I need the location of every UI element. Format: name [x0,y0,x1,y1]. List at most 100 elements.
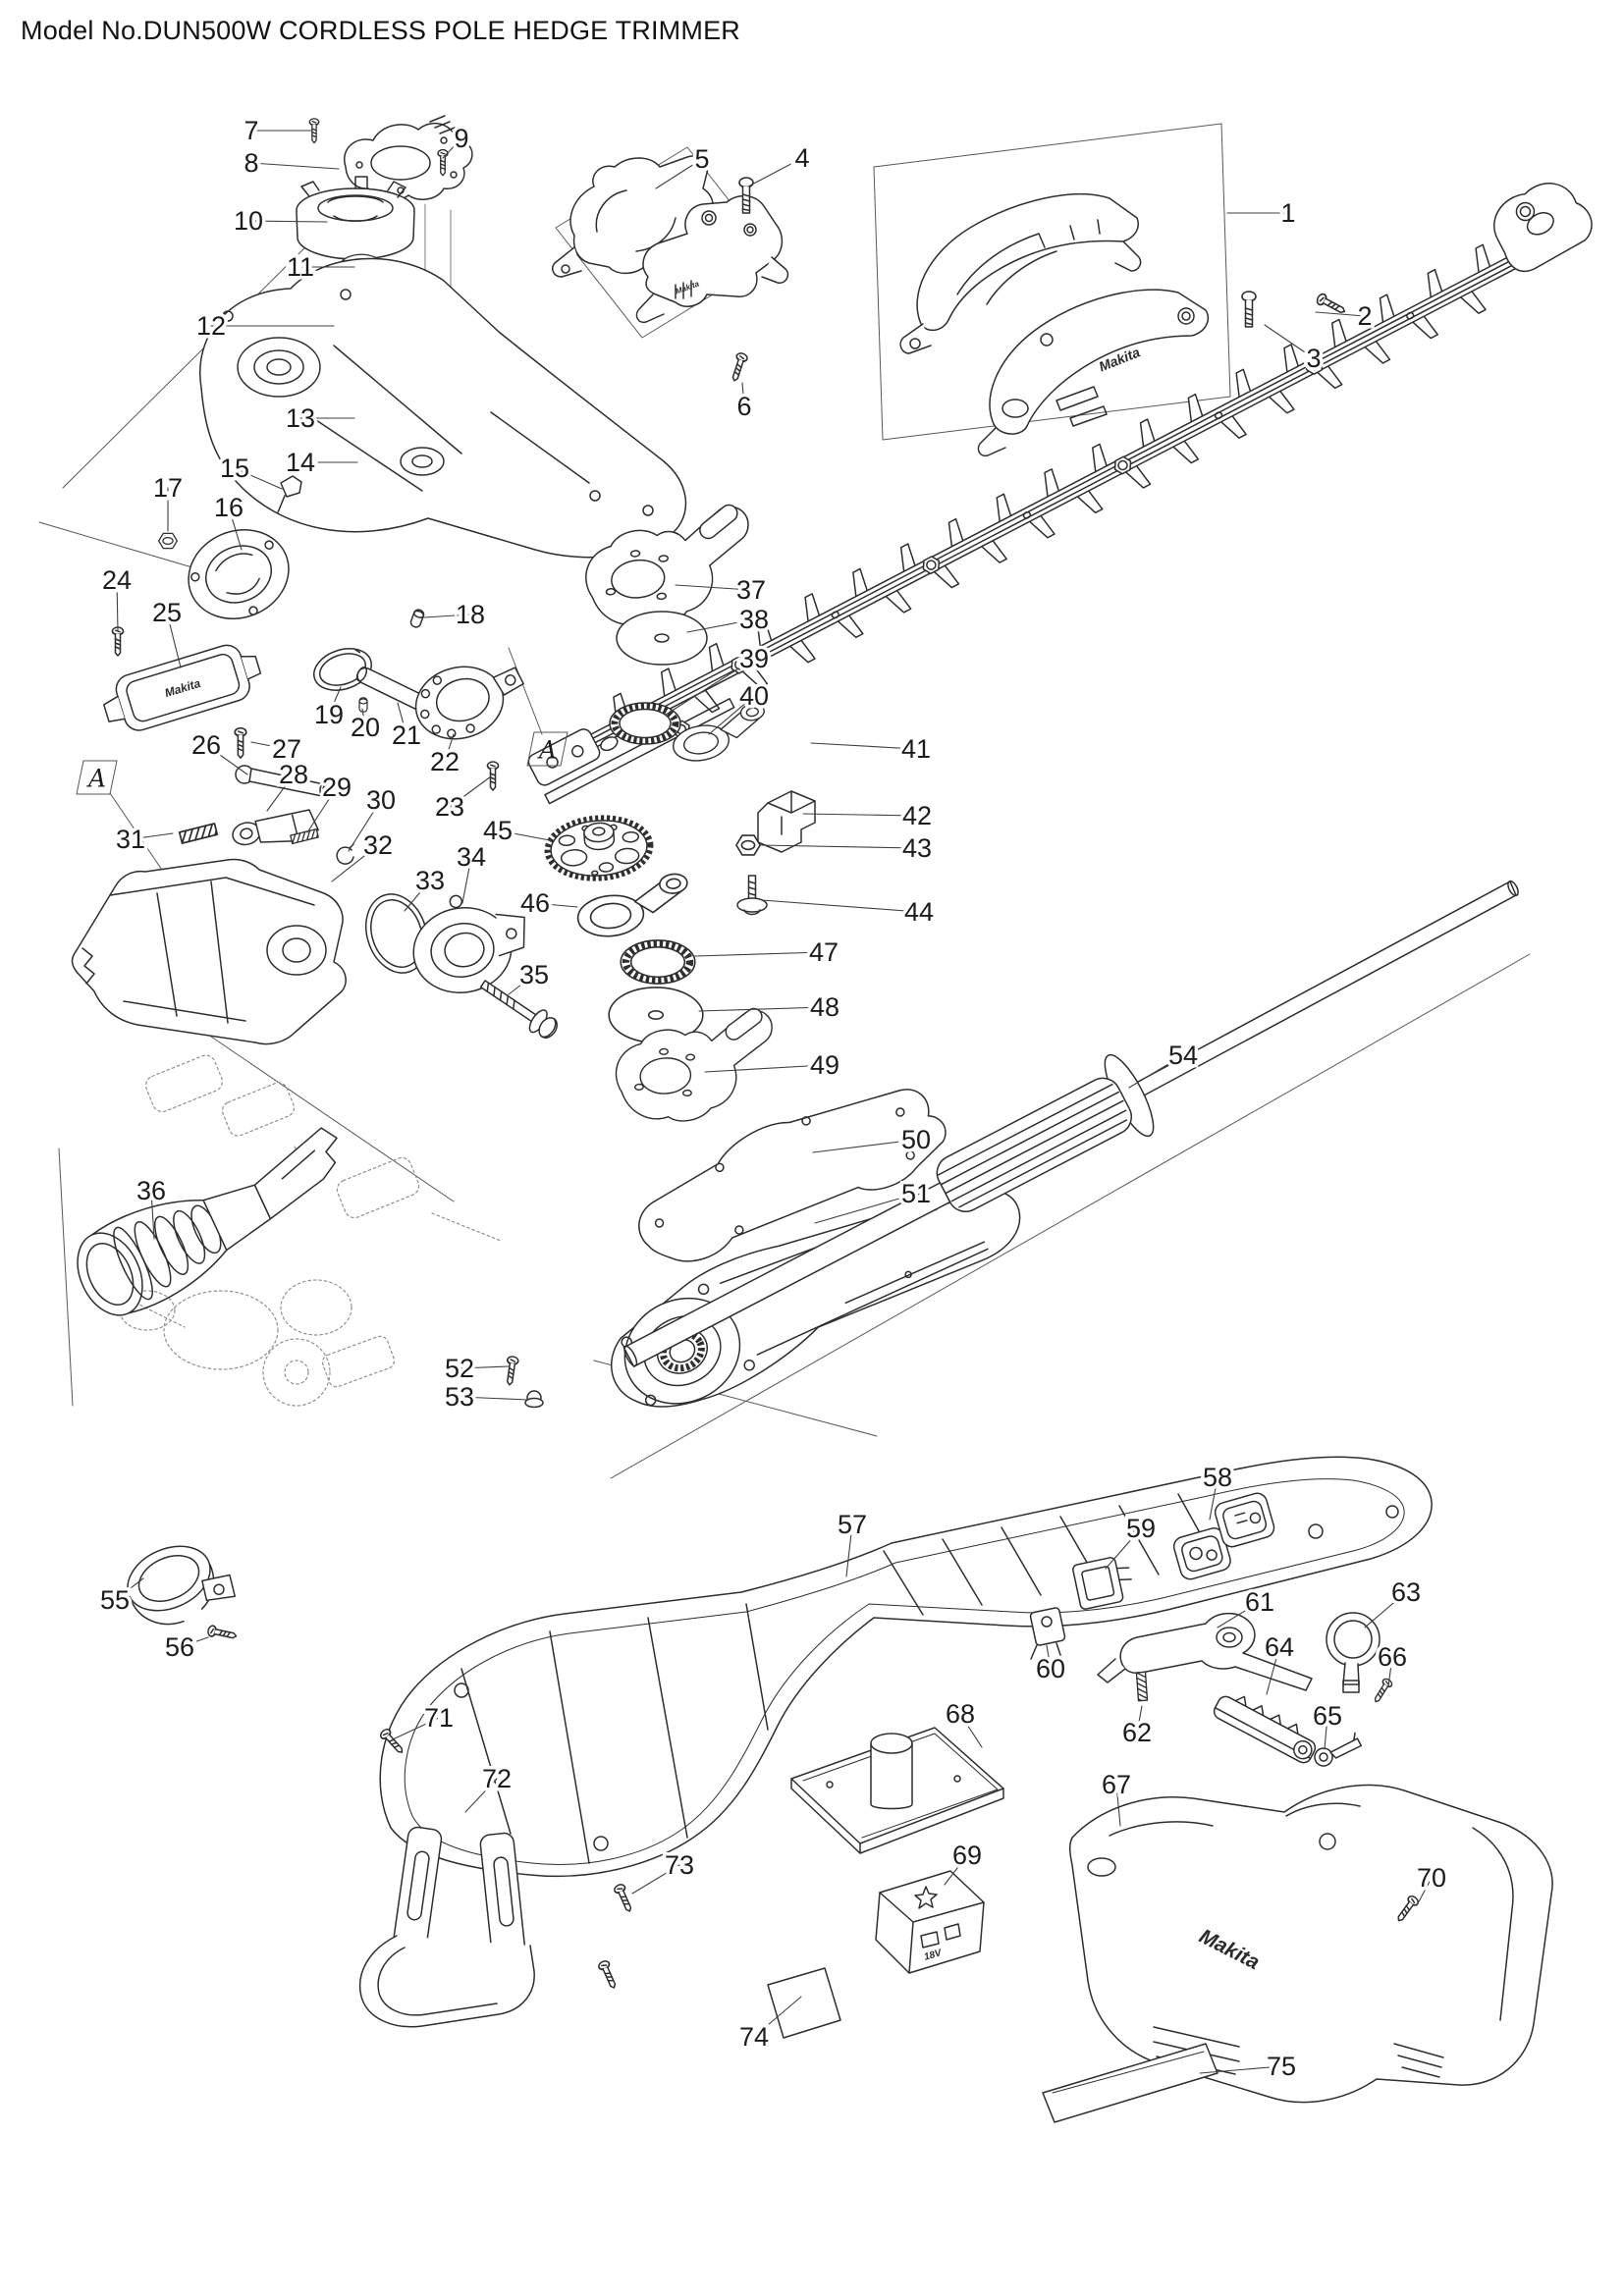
part-number-74: 74 [739,2022,769,2052]
leader-line-66 [1387,1656,1393,1687]
star-mark [914,1886,938,1909]
blade-drive-stack [546,499,816,1127]
part-number-53: 53 [445,1382,474,1412]
pin-part20 [358,697,368,713]
part-number-54: 54 [1168,1041,1198,1070]
part-number-3: 3 [1306,344,1321,373]
leader-line-48 [698,1006,826,1012]
leader-line-49 [704,1064,826,1073]
leader-line-55 [114,1577,144,1601]
part-number-26: 26 [191,730,221,760]
part-number-52: 52 [445,1354,474,1383]
leader-line-18 [423,614,471,618]
part-number-11: 11 [287,252,314,282]
part-number-25: 25 [152,598,182,627]
part-number-42: 42 [902,801,932,830]
part-number-31: 31 [116,825,145,854]
part-number-70: 70 [1417,1863,1446,1893]
part-number-13: 13 [286,403,315,433]
detail-marker-label-1: A [537,736,557,765]
part-number-35: 35 [519,960,549,989]
leader-line-67 [1115,1784,1121,1827]
screw-part27 [234,726,247,759]
bracket-group [359,1727,841,2039]
part-number-37: 37 [736,575,766,605]
leader-line-71 [392,1717,440,1740]
leader-line-60 [1046,1644,1052,1670]
key-part65 [1314,1732,1363,1767]
leader-line-5 [655,158,703,189]
controller-part68 [790,1727,1004,1854]
leader-line-68 [959,1713,983,1748]
embossed-text-4: 18V [923,1948,944,1963]
part-number-16: 16 [214,493,244,522]
bolt-part35 [479,980,558,1039]
leader-line-28 [266,774,295,812]
clutch-flange-part16 [188,529,290,619]
shear-blade-part41 [527,183,1593,805]
leader-line-36 [150,1190,155,1240]
rear-handle-group [875,1784,1553,2123]
clamp-ring-part63 [1326,1612,1380,1693]
leader-line-9 [442,137,462,159]
clip-part15 [277,475,302,513]
gear-housing-assembly [158,257,687,791]
part-number-48: 48 [810,992,839,1022]
hanger-bracket-part72 [359,1826,535,2028]
housing-set-box [873,123,1231,441]
screw-part6 [728,350,749,384]
leader-line-73 [631,1864,680,1895]
detail-marker-label-0: A [86,765,106,793]
switch-part60 [1029,1607,1066,1660]
part-number-57: 57 [838,1510,867,1539]
leader-line-61 [1217,1601,1261,1629]
leader-line-59 [1105,1527,1142,1570]
leader-line-64 [1266,1646,1280,1695]
stator-part10 [296,176,415,260]
part-number-21: 21 [392,721,421,750]
pin-part26 [235,765,327,797]
pivot-housing-group [71,858,558,1045]
part-number-49: 49 [810,1050,839,1080]
part-number-19: 19 [314,700,344,729]
part-number-10: 10 [234,206,263,236]
part-number-56: 56 [165,1632,194,1662]
leader-line-22 [444,733,455,763]
part-number-32: 32 [363,830,393,860]
part-number-62: 62 [1122,1718,1152,1747]
part-number-27: 27 [272,734,301,764]
handle-half-upper-part1 [899,192,1142,354]
part-number-64: 64 [1265,1632,1294,1662]
part-number-72: 72 [482,1764,512,1793]
leader-line-23 [449,775,492,808]
disc-part38 [616,611,708,666]
leader-line-27 [250,741,288,750]
screw-part66 [1371,1677,1394,1705]
leader-line-57 [845,1523,853,1577]
button-pad-part58 [1172,1492,1275,1580]
part-number-50: 50 [901,1125,931,1154]
leader-line-42 [802,813,918,817]
part-number-60: 60 [1036,1654,1065,1683]
part-number-9: 9 [454,124,468,153]
part-number-66: 66 [1378,1642,1407,1672]
leader-line-50 [812,1139,917,1153]
part-number-51: 51 [901,1179,931,1208]
leader-line-56 [179,1636,209,1648]
leader-line-74 [753,1996,802,2038]
detail-marker-box-0 [76,760,118,795]
part-number-67: 67 [1102,1770,1131,1799]
blade-tip-plate [1493,183,1593,273]
leader-line-41 [810,742,917,750]
terminal-block-part69 [875,1870,985,1974]
leader-line-62 [1136,1705,1143,1734]
leader-line-4 [747,157,803,187]
leader-line-51 [814,1193,917,1224]
part-number-22: 22 [430,747,460,776]
leader-line-34 [461,856,472,904]
motor-housing-assembly [552,155,789,384]
leader-line-58 [1209,1476,1218,1521]
part-number-68: 68 [946,1699,975,1729]
part-number-34: 34 [457,842,486,872]
